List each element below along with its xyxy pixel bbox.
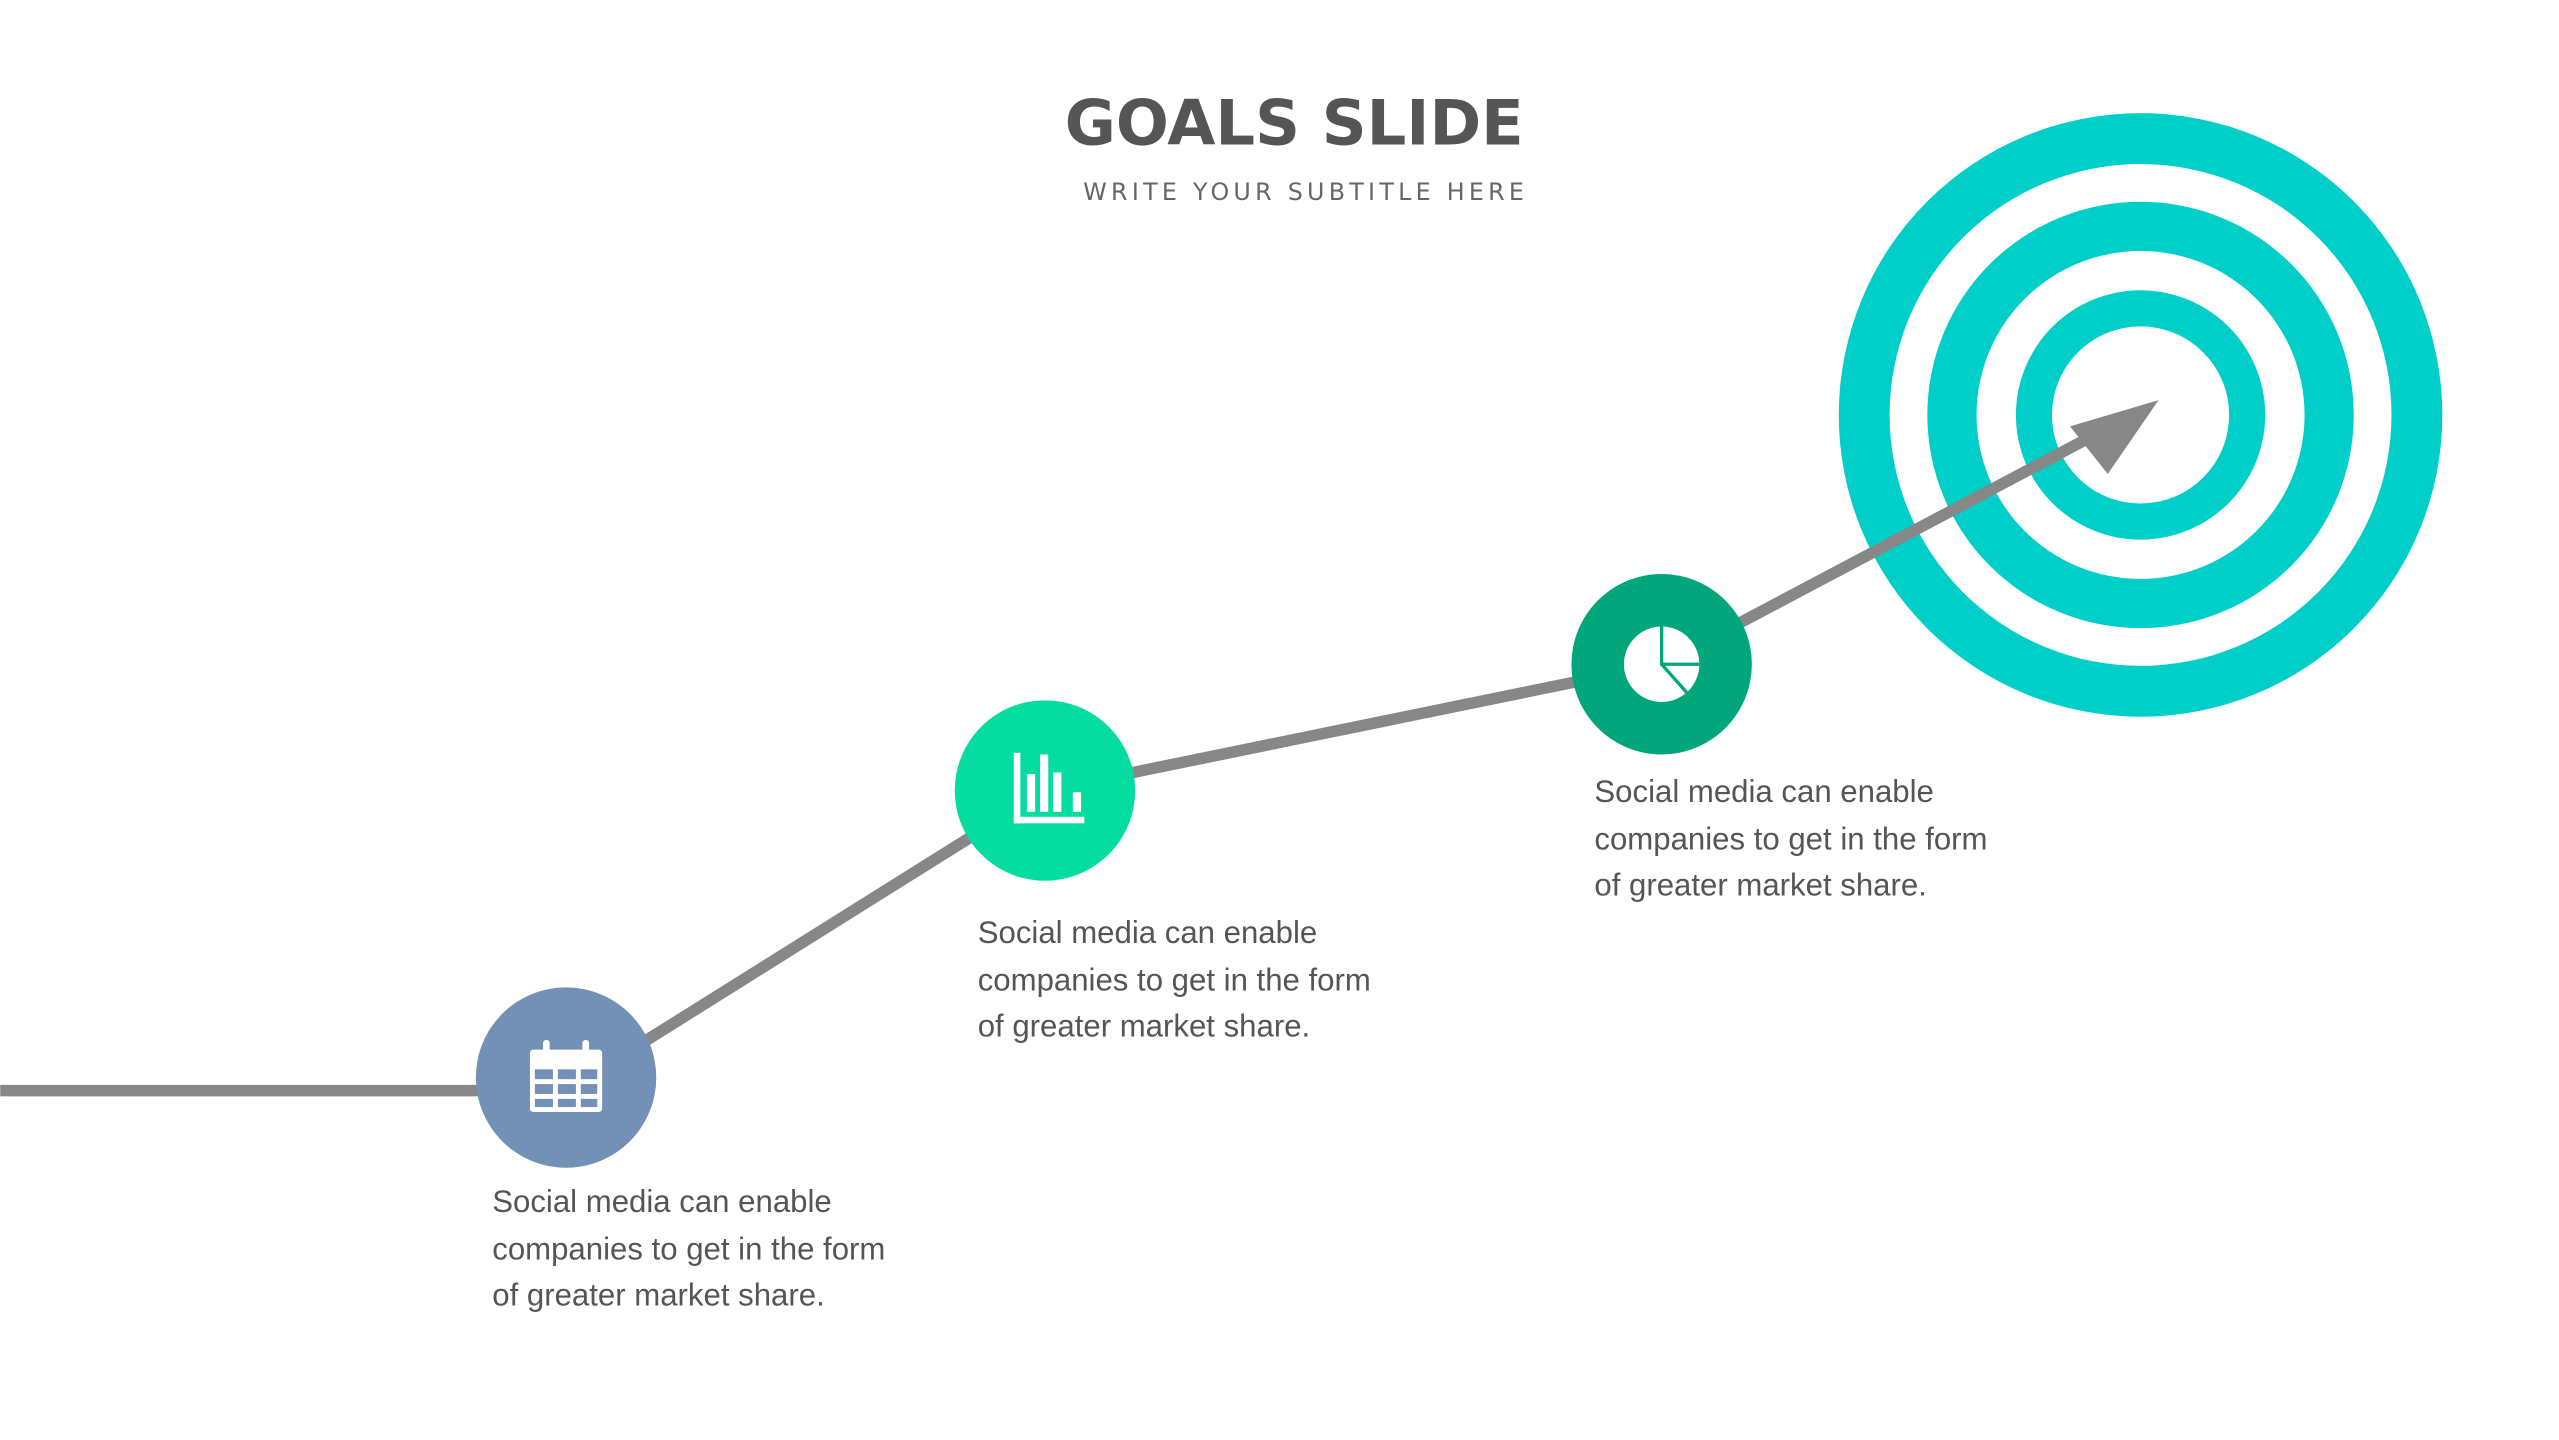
step-2: Social media can enable companies to get… <box>954 700 1380 1044</box>
pie-chart-icon <box>1623 626 1700 702</box>
step-1: Social media can enable companies to get… <box>475 987 894 1313</box>
slide-subtitle: WRITE YOUR SUBTITLE HERE <box>1083 178 1528 206</box>
step-3: Social media can enable companies to get… <box>1571 574 1996 902</box>
step-3-description: Social media can enable companies to get… <box>1594 774 1996 902</box>
slide-title: GOALS SLIDE <box>1065 86 1524 159</box>
bar-chart-icon <box>1013 752 1085 824</box>
calendar-icon <box>529 1039 603 1112</box>
step-1-description: Social media can enable companies to get… <box>492 1184 894 1312</box>
step-2-description: Social media can enable companies to get… <box>978 915 1380 1043</box>
arrow-head-icon <box>2070 400 2159 474</box>
